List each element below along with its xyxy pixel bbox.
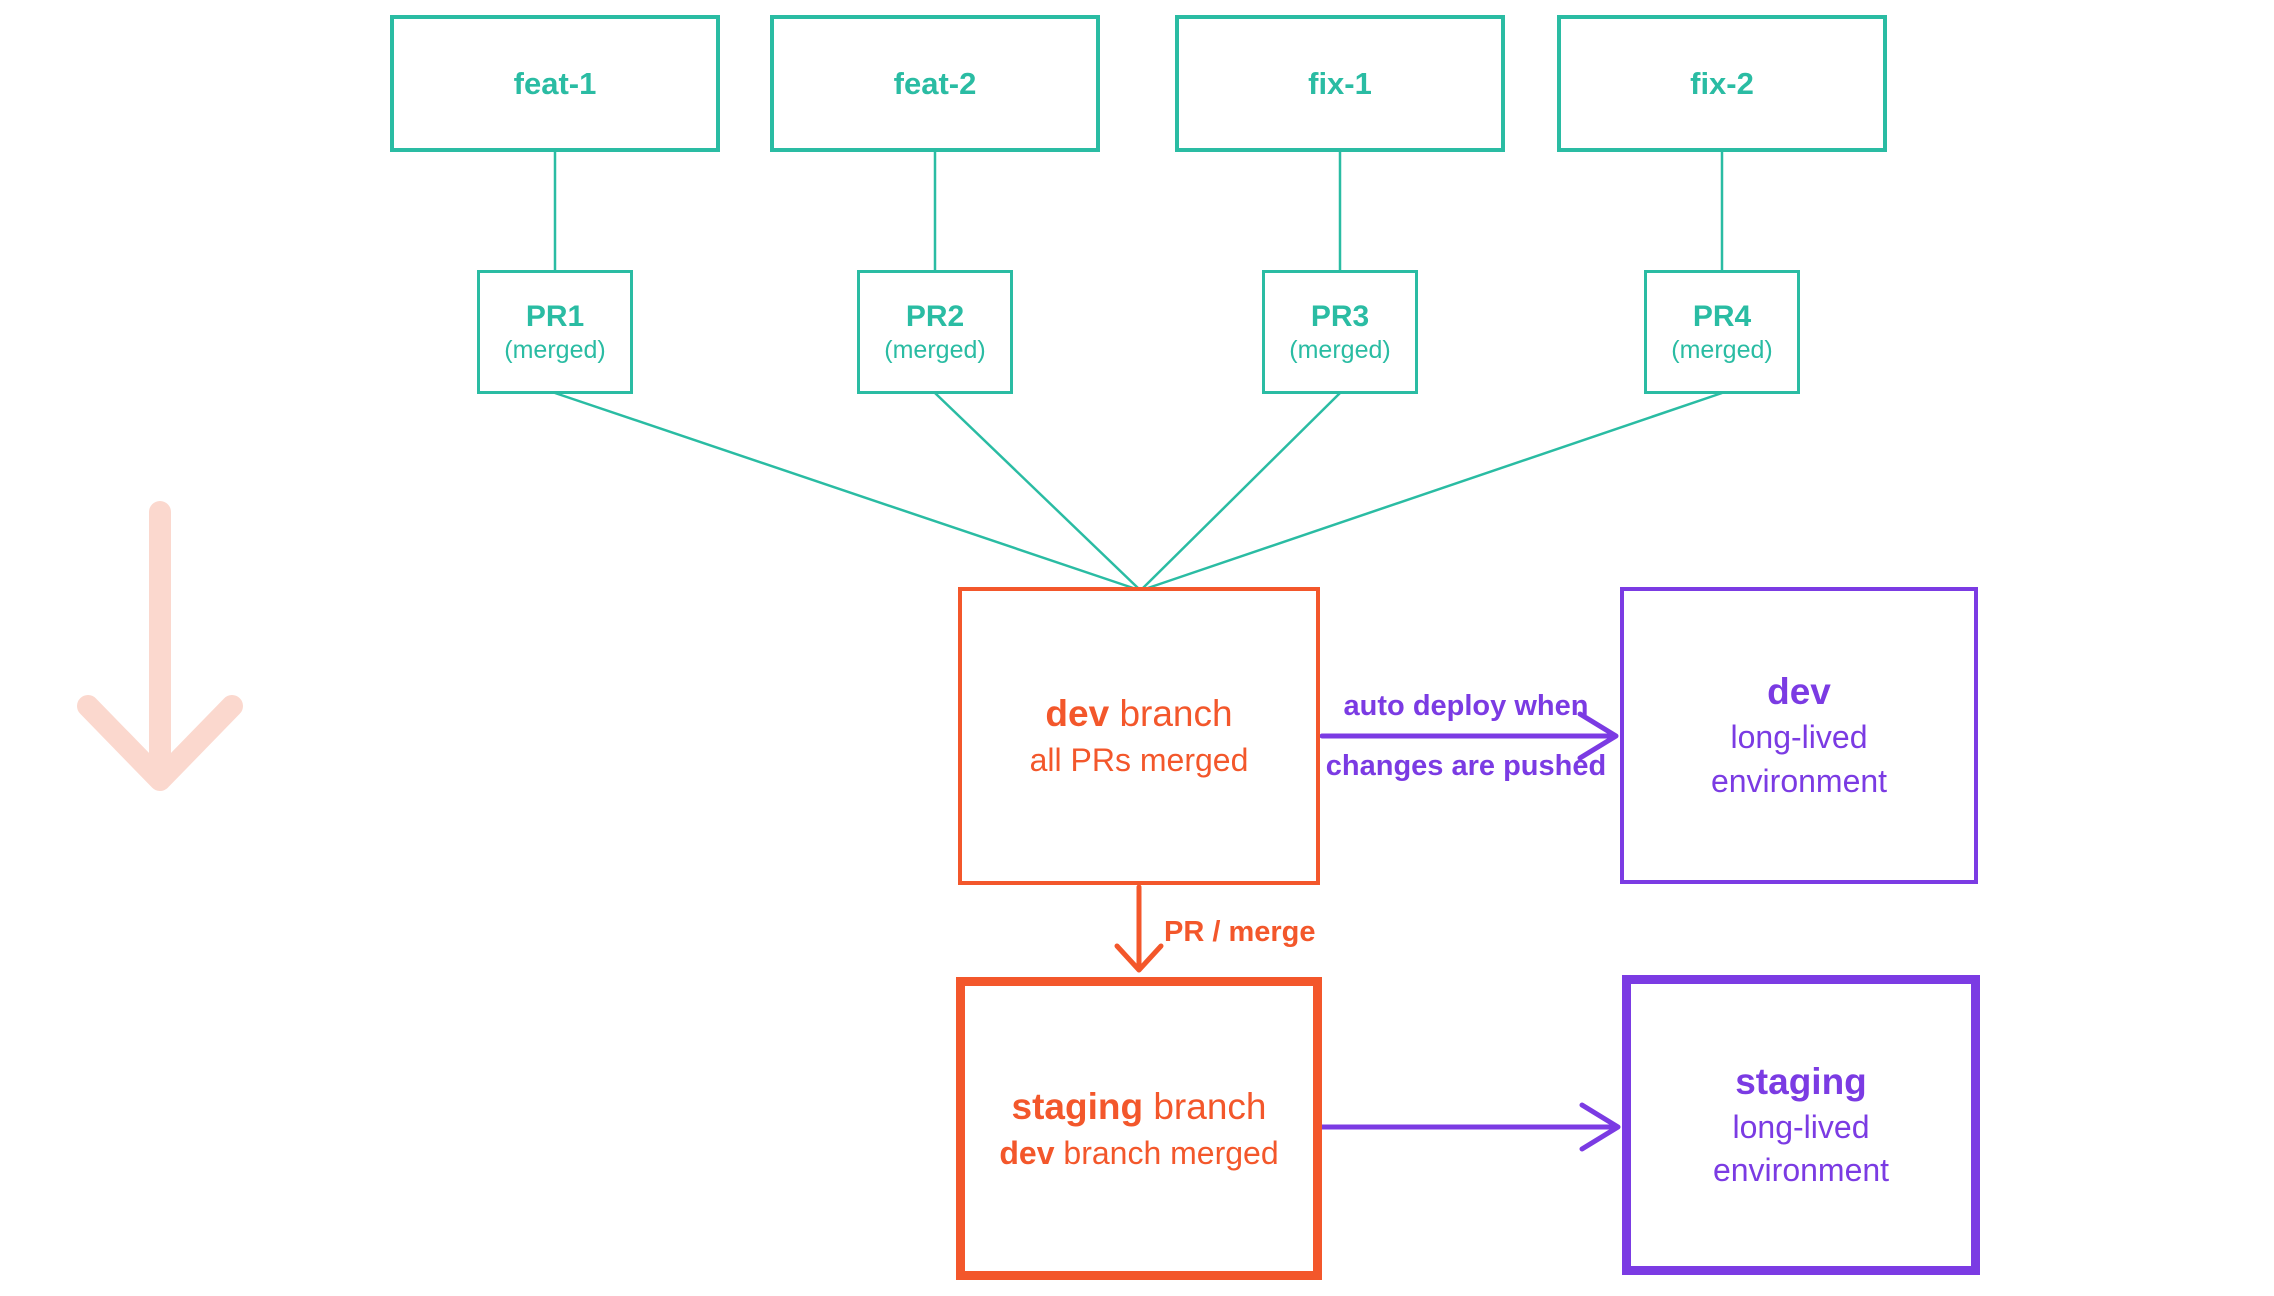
auto-deploy-label-line2: changes are pushed bbox=[1325, 750, 1607, 782]
staging-environment-box: staging long-lived environment bbox=[1622, 975, 1980, 1275]
pr-status: (merged) bbox=[1289, 336, 1391, 364]
flow-direction-arrow-icon bbox=[77, 501, 243, 791]
dev-environment-line3: environment bbox=[1710, 762, 1888, 799]
staging-environment-title: staging bbox=[1735, 1060, 1867, 1102]
feature-branch-box-fix-2: fix-2 bbox=[1557, 15, 1887, 152]
dev-environment-line2: long-lived bbox=[1730, 719, 1868, 756]
pull-request-box-pr1: PR1 (merged) bbox=[477, 270, 633, 394]
pull-request-box-pr2: PR2 (merged) bbox=[857, 270, 1013, 394]
feature-branch-label: feat-2 bbox=[893, 65, 977, 101]
feature-branch-label: fix-1 bbox=[1308, 65, 1372, 101]
feature-branch-label: fix-2 bbox=[1690, 65, 1754, 101]
dev-environment-box: dev long-lived environment bbox=[1620, 587, 1978, 884]
pull-request-box-pr4: PR4 (merged) bbox=[1644, 270, 1800, 394]
pr-status: (merged) bbox=[884, 336, 986, 364]
pr-label: PR1 bbox=[525, 300, 585, 333]
pr-label: PR4 bbox=[1692, 300, 1752, 333]
feature-branch-label: feat-1 bbox=[513, 65, 597, 101]
pr-to-dev-connectors bbox=[554, 391, 1723, 591]
pr-label: PR3 bbox=[1310, 300, 1370, 333]
feature-branch-box-fix-1: fix-1 bbox=[1175, 15, 1505, 152]
staging-deploy-arrow bbox=[1319, 1102, 1621, 1152]
staging-branch-box: staging branch dev branch merged bbox=[956, 977, 1322, 1280]
auto-deploy-label-line1: auto deploy when bbox=[1343, 690, 1589, 722]
dev-deploy-arrow bbox=[1319, 711, 1619, 761]
dev-branch-box: dev branch all PRs merged bbox=[958, 587, 1320, 885]
pr-merge-label: PR / merge bbox=[1164, 916, 1316, 948]
pr-status: (merged) bbox=[1671, 336, 1773, 364]
dev-to-staging-arrow bbox=[1114, 884, 1164, 973]
dev-environment-title: dev bbox=[1767, 671, 1831, 713]
feature-to-pr-connectors bbox=[553, 152, 1724, 270]
pull-request-box-pr3: PR3 (merged) bbox=[1262, 270, 1418, 394]
feature-branch-box-feat-1: feat-1 bbox=[390, 15, 720, 152]
dev-branch-subtitle: all PRs merged bbox=[1029, 742, 1249, 779]
staging-environment-line2: long-lived bbox=[1732, 1108, 1870, 1145]
staging-environment-line3: environment bbox=[1712, 1152, 1890, 1189]
feature-branch-box-feat-2: feat-2 bbox=[770, 15, 1100, 152]
pr-status: (merged) bbox=[504, 336, 606, 364]
dev-branch-title: dev branch bbox=[1045, 693, 1233, 735]
staging-branch-subtitle: dev branch merged bbox=[999, 1134, 1279, 1171]
pr-label: PR2 bbox=[905, 300, 965, 333]
staging-branch-title: staging branch bbox=[1011, 1085, 1267, 1127]
